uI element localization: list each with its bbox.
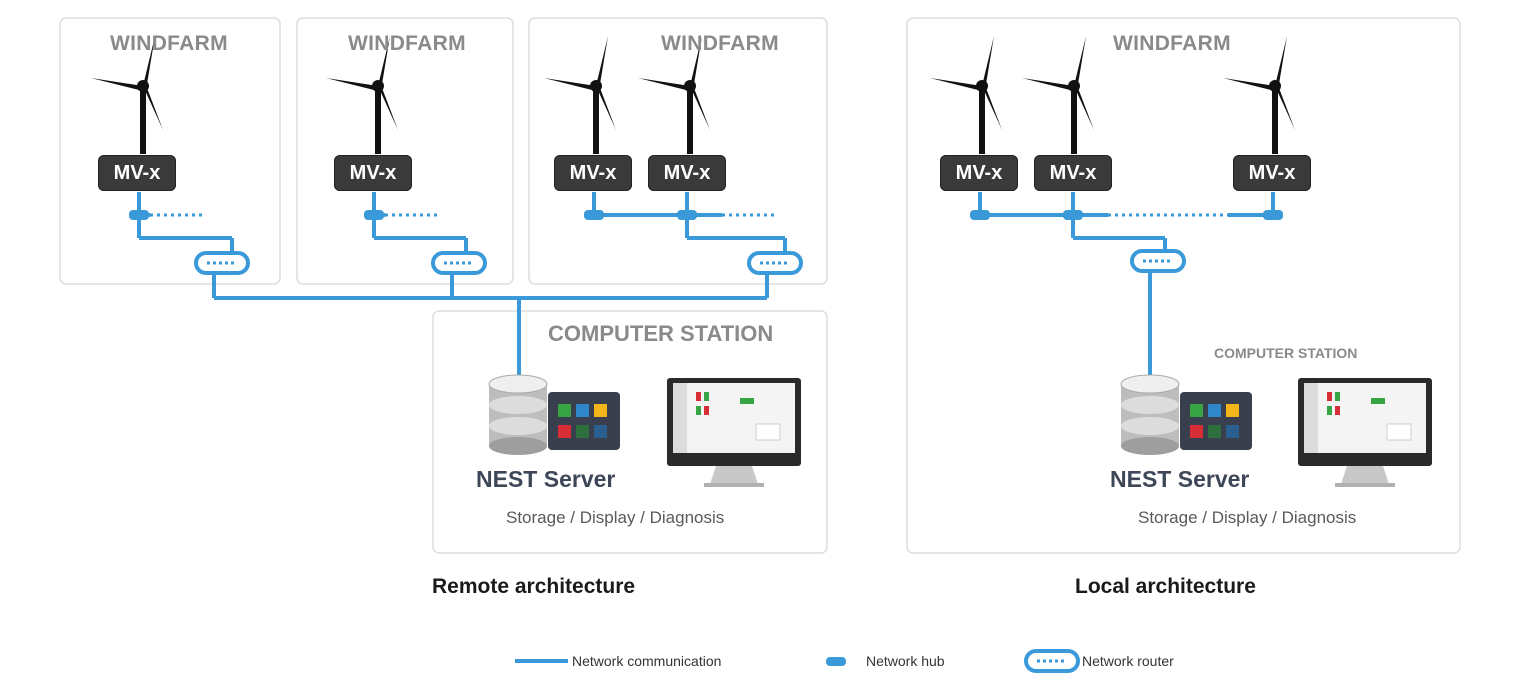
- server-label: NEST Server: [1110, 466, 1250, 492]
- server-label: NEST Server: [476, 466, 616, 492]
- computer-station-panel: [432, 310, 828, 554]
- network-hub-icon: [970, 210, 990, 220]
- network-router-icon: [747, 251, 803, 275]
- monitor-icon: [667, 378, 801, 487]
- legend-router-icon: [1024, 649, 1080, 673]
- mv-x-unit: MV-x: [1233, 155, 1311, 191]
- windfarm-title: WINDFARM: [348, 32, 466, 55]
- legend-router-label: Network router: [1082, 653, 1174, 669]
- network-hub-icon: [364, 210, 384, 220]
- windfarm-title: WINDFARM: [1113, 32, 1231, 55]
- mv-x-unit: MV-x: [334, 155, 412, 191]
- server-subtitle: Storage / Display / Diagnosis: [1138, 508, 1357, 527]
- network-communication-lines: [137, 192, 1275, 380]
- server-subtitle: Storage / Display / Diagnosis: [506, 508, 725, 527]
- network-hub-icon: [129, 210, 149, 220]
- network-router-icon: [1130, 249, 1186, 273]
- network-hub-icon: [584, 210, 604, 220]
- network-hub-icon: [677, 210, 697, 220]
- legend-hub-icon: [826, 657, 846, 666]
- mv-x-unit: MV-x: [940, 155, 1018, 191]
- network-hub-icon: [1263, 210, 1283, 220]
- windfarm-title: WINDFARM: [661, 32, 779, 55]
- windfarm-panel: [528, 17, 828, 285]
- legend-communication-label: Network communication: [572, 653, 722, 669]
- network-hub-icon: [1063, 210, 1083, 220]
- network-router-icon: [194, 251, 250, 275]
- mv-x-unit: MV-x: [98, 155, 176, 191]
- database-server-icon: [488, 374, 548, 455]
- mv-x-unit: MV-x: [1034, 155, 1112, 191]
- windfarm-panel: [296, 17, 514, 285]
- database-server-icon: [1120, 374, 1180, 455]
- computer-station-title: COMPUTER STATION: [548, 321, 774, 346]
- app-grid-icon: [1180, 392, 1252, 450]
- remote-architecture-caption: Remote architecture: [432, 575, 636, 598]
- windfarm-panel: [59, 17, 281, 285]
- network-router-icon: [431, 251, 487, 275]
- mv-x-unit: MV-x: [554, 155, 632, 191]
- legend-hub-label: Network hub: [866, 653, 945, 669]
- monitor-icon: [1298, 378, 1432, 487]
- mv-x-unit: MV-x: [648, 155, 726, 191]
- computer-station-title: COMPUTER STATION: [1214, 345, 1358, 361]
- app-grid-icon: [548, 392, 620, 450]
- windfarm-title: WINDFARM: [110, 32, 228, 55]
- local-architecture-caption: Local architecture: [1075, 575, 1256, 598]
